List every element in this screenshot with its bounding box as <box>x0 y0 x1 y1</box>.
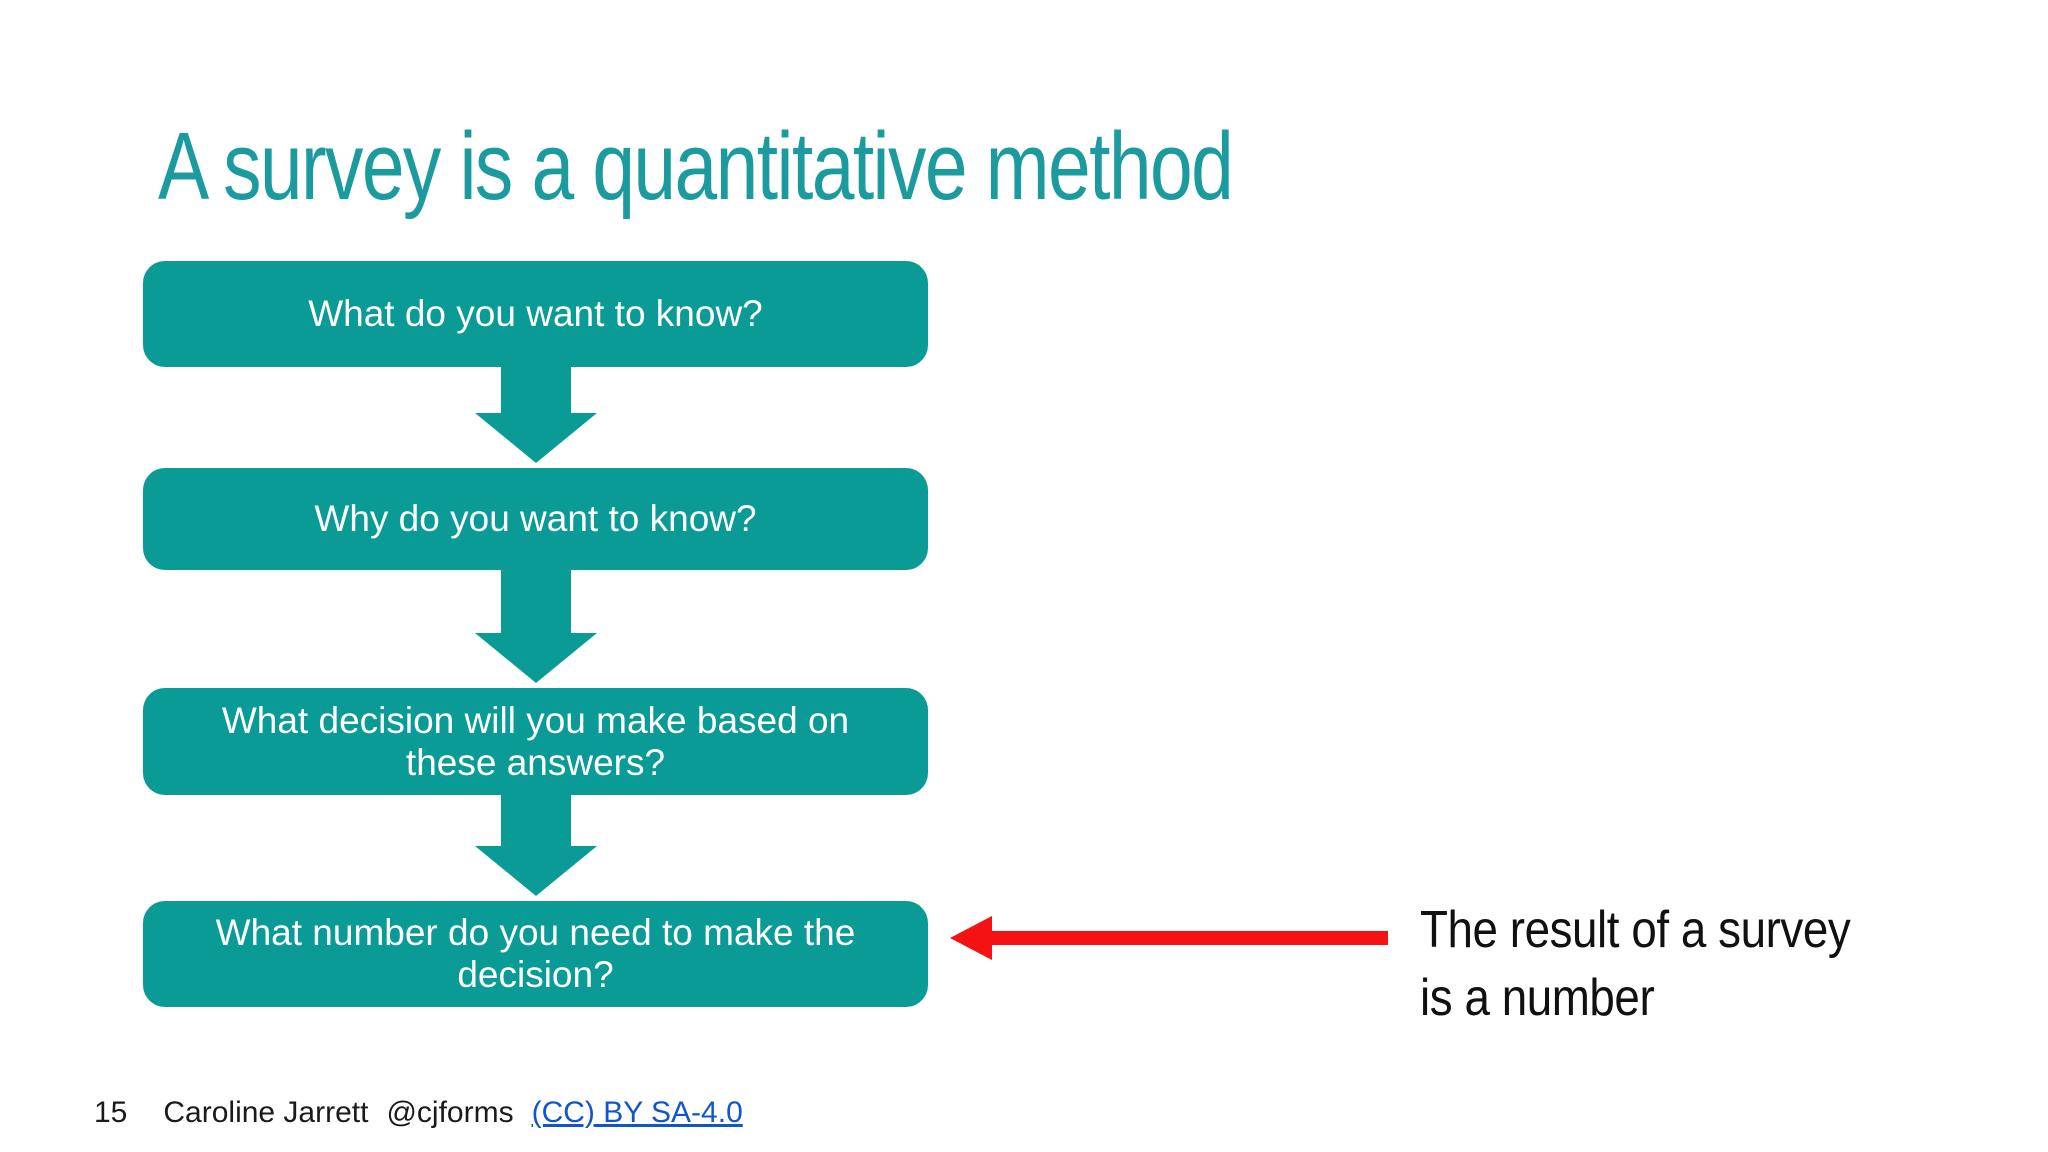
arrow-head <box>475 413 597 463</box>
flow-box-label: What number do you need to make the deci… <box>215 912 856 995</box>
license-link[interactable]: (CC) BY SA-4.0 <box>531 1096 743 1129</box>
arrow-shaft <box>501 795 571 846</box>
arrow-head <box>475 846 597 896</box>
arrow-head <box>475 633 597 683</box>
arrow-down-icon <box>475 367 597 463</box>
flow-box-label: What decision will you make based on the… <box>221 699 850 783</box>
slide-title: A survey is a quantitative method <box>158 113 1234 220</box>
annotation-line-2: is a number <box>1420 969 1655 1027</box>
flow-box-what-do-you-want-to-know: What do you want to know? <box>143 261 928 367</box>
flow-box-label: Why do you want to know? <box>314 498 757 539</box>
flow-box-what-number: What number do you need to make the deci… <box>143 901 928 1007</box>
red-arrow-left-icon <box>950 916 1388 960</box>
flow-box-why-do-you-want-to-know: Why do you want to know? <box>143 468 928 570</box>
footer: 15 Caroline Jarrett @cjforms (CC) BY SA-… <box>94 1096 743 1130</box>
red-arrow-head <box>950 916 992 960</box>
red-arrow-shaft <box>990 931 1388 945</box>
footer-twitter-handle: @cjforms <box>386 1096 514 1129</box>
arrow-shaft <box>501 570 571 633</box>
arrow-shaft <box>501 367 571 413</box>
arrow-down-icon <box>475 795 597 896</box>
annotation-text: The result of a survey is a number <box>1420 896 1851 1032</box>
flow-box-label: What do you want to know? <box>308 293 763 334</box>
arrow-down-icon <box>475 570 597 683</box>
footer-author: Caroline Jarrett <box>163 1096 369 1129</box>
flow-box-what-decision: What decision will you make based on the… <box>143 688 928 795</box>
page-number: 15 <box>94 1096 128 1129</box>
annotation-line-1: The result of a survey <box>1420 901 1851 959</box>
